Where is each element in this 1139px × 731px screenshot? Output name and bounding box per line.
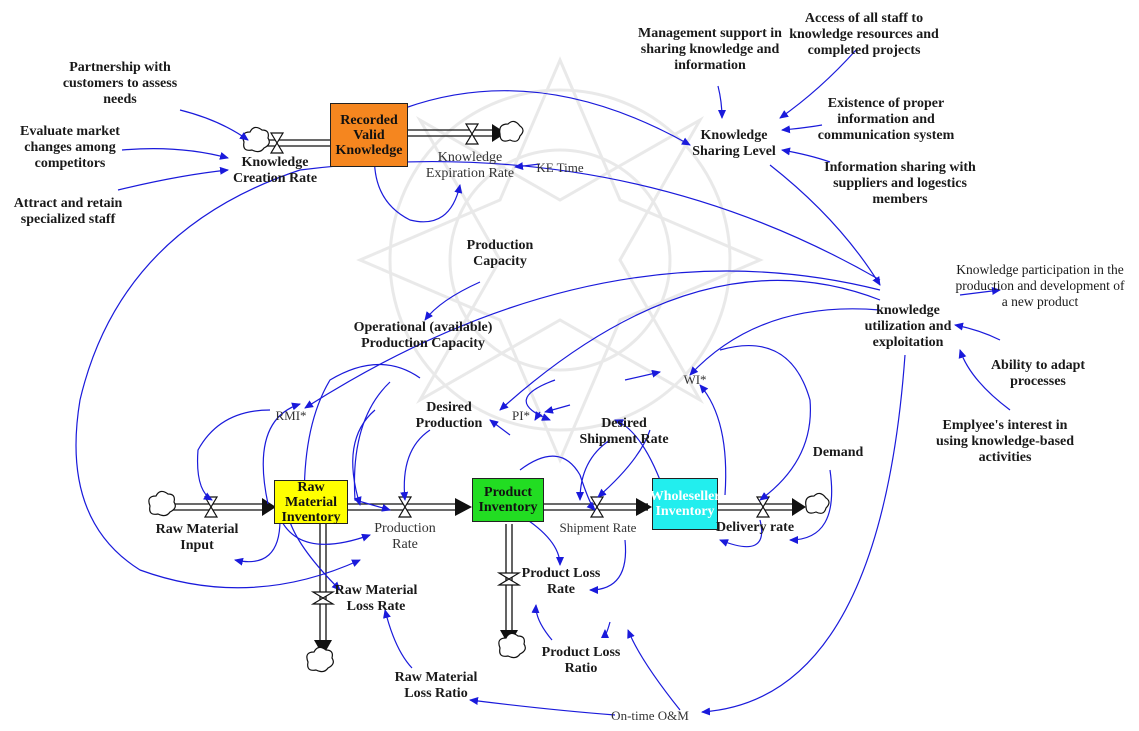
var-production-capacity[interactable]: Production Capacity [466,238,534,269]
valves [203,123,771,605]
var-operational-capacity[interactable]: Operational (available) Production Capac… [353,320,493,351]
watermark [356,56,764,464]
stock-product-label: Product Inventory [478,485,538,515]
var-partnership[interactable]: Partnership with customers to assess nee… [62,60,178,107]
var-desired-production[interactable]: Desired Production [415,400,483,431]
var-existence-info[interactable]: Existence of proper information and comm… [817,96,955,143]
var-shipment-rate[interactable]: Shipment Rate [559,520,637,535]
var-ke-time[interactable]: KE Time [536,160,584,175]
var-knowledge-sharing-level[interactable]: Knowledge Sharing Level [692,128,776,159]
var-knowledge-creation-rate[interactable]: Knowledge Creation Rate [232,155,318,186]
var-rmi[interactable]: RMI* [275,408,307,423]
var-raw-material-loss-ratio[interactable]: Raw Material Loss Ratio [394,670,478,701]
var-product-loss-ratio[interactable]: Product Loss Ratio [541,645,621,676]
var-product-loss-rate[interactable]: Product Loss Rate [521,566,601,597]
var-knowledge-expiration-rate[interactable]: Knowledge Expiration Rate [425,150,515,181]
var-management-support[interactable]: Management support in sharing knowledge … [638,26,782,73]
var-ontime-om[interactable]: On-time O&M [611,708,689,723]
var-knowledge-utilization[interactable]: knowledge utilization and exploitation [864,303,952,350]
stock-recorded-label: Recorded Valid Knowledge [335,112,403,158]
var-demand[interactable]: Demand [812,445,864,460]
clouds [148,120,830,673]
var-delivery-rate[interactable]: Delivery rate [715,520,795,535]
stock-raw-label: Raw Material Inventory [281,479,341,525]
var-wi[interactable]: WI* [683,372,707,387]
var-desired-shipment[interactable]: Desired Shipment Rate [579,416,669,447]
var-employee-interest[interactable]: Emplyee's interest in using knowledge-ba… [935,418,1075,465]
stock-raw-material-inventory[interactable]: Raw Material Inventory [274,479,348,525]
var-info-sharing[interactable]: Information sharing with suppliers and l… [824,160,976,207]
var-raw-material-input[interactable]: Raw Material Input [155,522,239,553]
stock-wholeseller-label: Wholeseller Inventory [649,489,721,519]
var-production-rate[interactable]: Production Rate [374,521,436,552]
var-knowledge-participation[interactable]: Knowledge participation in the productio… [955,262,1125,309]
var-attract-staff[interactable]: Attract and retain specialized staff [13,196,123,227]
var-evaluate-market[interactable]: Evaluate market changes among competitor… [20,124,120,171]
var-access-staff[interactable]: Access of all staff to knowledge resourc… [789,11,939,58]
var-raw-material-loss-rate[interactable]: Raw Material Loss Rate [334,583,418,614]
var-pi[interactable]: PI* [511,408,531,423]
causal-links [75,49,1011,716]
stock-wholeseller-inventory[interactable]: Wholeseller Inventory [649,478,721,530]
stock-product-inventory[interactable]: Product Inventory [472,478,544,522]
stock-recorded-valid-knowledge[interactable]: Recorded Valid Knowledge [330,103,408,167]
var-ability-adapt[interactable]: Ability to adapt processes [990,358,1086,389]
